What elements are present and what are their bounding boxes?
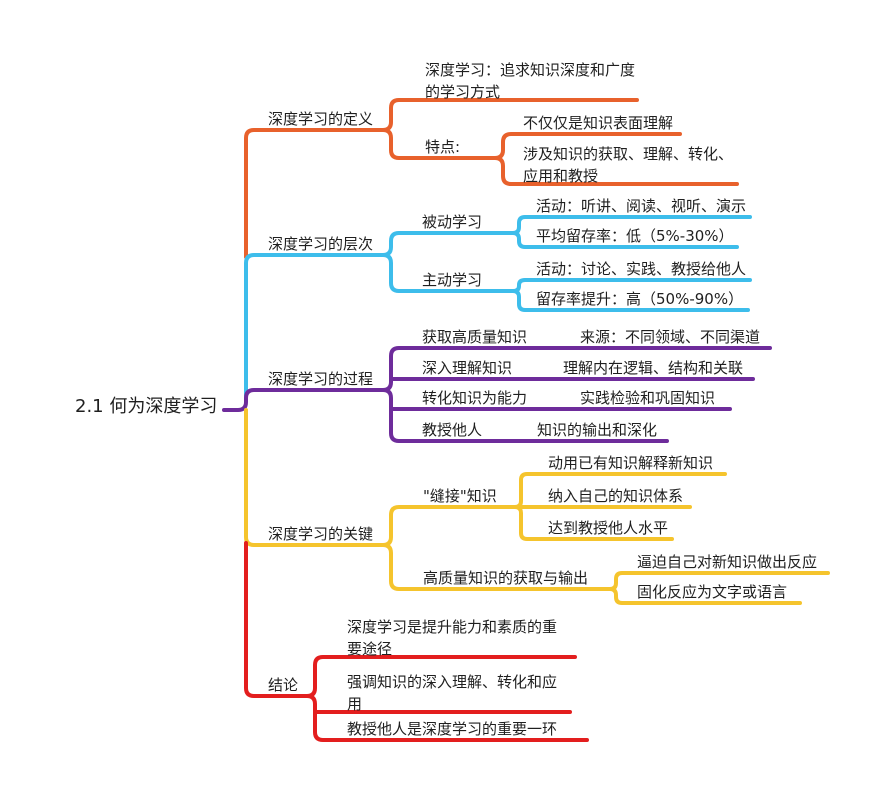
topic-passive-retention[interactable]: 平均留存率：低（5%-30%） [536, 227, 734, 245]
topic-stitch-integrate[interactable]: 纳入自己的知识体系 [548, 487, 684, 505]
topic-output-solidify[interactable]: 固化反应为文字或语言 [637, 583, 788, 601]
topic-active-learning[interactable]: 主动学习 [422, 271, 483, 289]
topic-transform-knowledge[interactable]: 转化知识为能力 [422, 389, 528, 407]
topic-understand-knowledge[interactable]: 深入理解知识 [422, 359, 513, 377]
topic-understand-detail[interactable]: 理解内在逻辑、结构和关联 [563, 359, 744, 377]
topic-acquire-sources[interactable]: 来源：不同领域、不同渠道 [580, 328, 761, 346]
topic-active-retention[interactable]: 留存率提升：高（50%-90%） [536, 290, 744, 308]
topic-conclusion[interactable]: 结论 [268, 676, 299, 694]
topic-conclusion-emphasis[interactable]: 强调知识的深入理解、转化和应用 [347, 673, 558, 713]
topic-active-activities[interactable]: 活动：讨论、实践、教授给他人 [536, 260, 747, 278]
topic-output-react[interactable]: 逼迫自己对新知识做出反应 [637, 553, 818, 571]
topic-definition[interactable]: 深度学习的定义 [268, 110, 374, 128]
topic-teach-others[interactable]: 教授他人 [422, 421, 483, 439]
topic-stitch-knowledge[interactable]: "缝接"知识 [423, 487, 497, 505]
topic-conclusion-teaching[interactable]: 教授他人是深度学习的重要一环 [347, 720, 558, 738]
topic-levels[interactable]: 深度学习的层次 [268, 235, 374, 253]
topic-process[interactable]: 深度学习的过程 [268, 370, 374, 388]
topic-passive-learning[interactable]: 被动学习 [422, 213, 483, 231]
topic-key[interactable]: 深度学习的关键 [268, 525, 374, 543]
topic-acquire-knowledge[interactable]: 获取高质量知识 [422, 328, 528, 346]
topic-stitch-explain[interactable]: 动用已有知识解释新知识 [548, 454, 714, 472]
topic-conclusion-path[interactable]: 深度学习是提升能力和素质的重要途径 [347, 618, 558, 658]
topic-definition-desc[interactable]: 深度学习：追求知识深度和广度的学习方式 [425, 61, 636, 101]
topic-acquire-output[interactable]: 高质量知识的获取与输出 [423, 569, 589, 587]
root-topic[interactable]: 2.1 何为深度学习 [75, 396, 218, 417]
topic-teach-detail[interactable]: 知识的输出和深化 [537, 421, 658, 439]
topic-stitch-teach-level[interactable]: 达到教授他人水平 [548, 519, 669, 537]
topic-feature-scope[interactable]: 涉及知识的获取、理解、转化、应用和教授 [523, 145, 734, 185]
topic-transform-detail[interactable]: 实践检验和巩固知识 [580, 389, 716, 407]
topic-features[interactable]: 特点: [425, 138, 461, 156]
topic-passive-activities[interactable]: 活动：听讲、阅读、视听、演示 [536, 197, 747, 215]
topic-feature-surface[interactable]: 不仅仅是知识表面理解 [523, 114, 674, 132]
